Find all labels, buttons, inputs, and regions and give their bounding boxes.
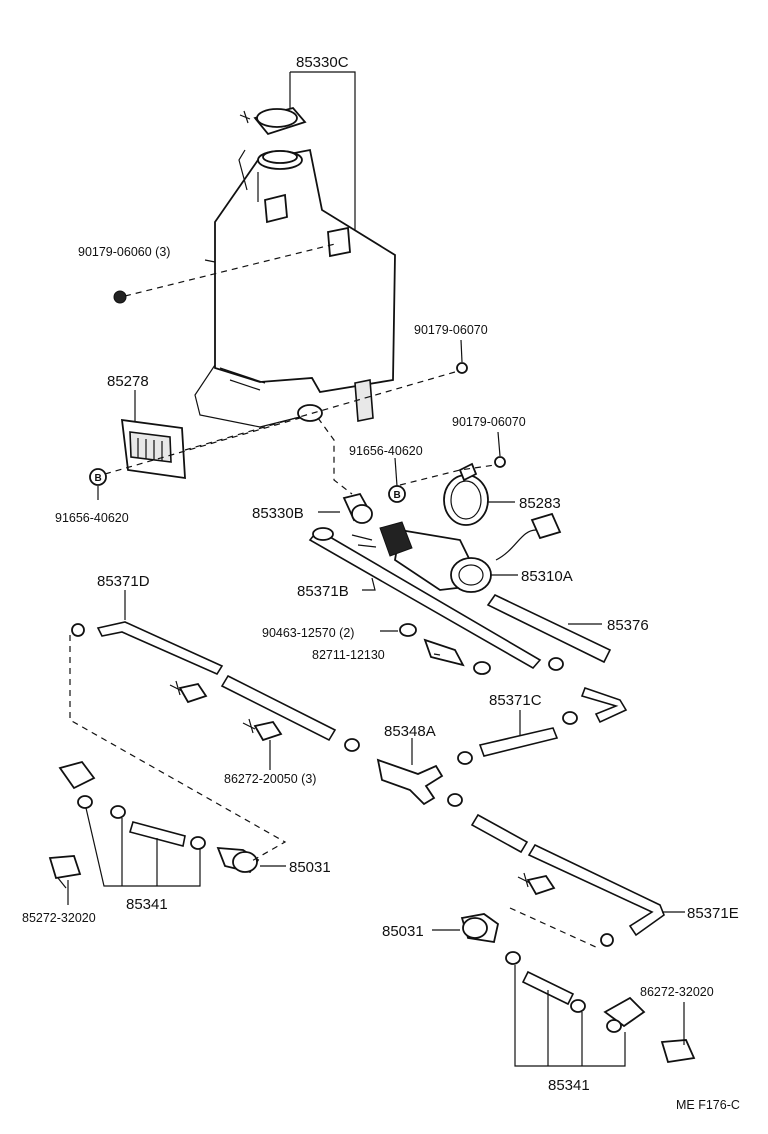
washer-nozzle-85031-right [460,913,646,1033]
figure-code: ME F176-C [676,1098,740,1112]
label-90179-06070-b: 90179-06070 [452,415,526,429]
label-90179-06070-a: 90179-06070 [414,323,488,337]
clamp-nut-90179-06070 [494,456,506,468]
part-labels: 85330C 90179-06060 (3) 90179-06070 85278… [22,54,740,1112]
label-85341-right: 85341 [548,1077,590,1094]
hose-85371E [470,813,665,937]
label-85341-left: 85341 [126,896,168,913]
washer-module-85278 [120,418,186,480]
svg-text:B: B [394,490,401,501]
label-86272-32020: 86272-32020 [640,985,714,999]
label-85272-32020: 85272-32020 [22,911,96,925]
svg-text:B: B [95,473,102,484]
label-85031-right: 85031 [382,923,424,940]
washer-reservoir-tank [194,148,396,428]
label-91656-40620-a: 91656-40620 [349,444,423,458]
label-82711-12130: 82711-12130 [312,648,385,662]
reservoir-cap [239,106,307,136]
label-85283: 85283 [519,495,561,512]
hose-clip-86272-a [169,680,208,704]
label-86272-20050: 86272-20050 (3) [224,772,316,786]
elbow-tube-right [580,686,628,724]
hose-clip-90463-b [473,661,491,675]
label-85330B: 85330B [252,505,304,522]
label-85371B: 85371B [297,583,349,600]
bolt-marker-left: B [89,468,107,486]
grommet-85330B [342,492,373,524]
hose-clip-mid [344,738,473,807]
label-85310A: 85310A [521,568,573,585]
label-85330C: 85330C [296,54,349,71]
label-85371C: 85371C [489,692,542,709]
label-90179-06060: 90179-06060 (3) [78,245,170,259]
label-85031-left: 85031 [289,859,331,876]
pump-clamp-85283 [443,462,489,526]
hose-clip-86272-c [517,872,556,896]
washer-nozzle-85031-left [58,760,260,874]
tank-nut-90179-06070 [456,362,468,374]
hose-85371B [308,527,542,670]
connector-85348A [376,758,444,806]
label-85371E: 85371E [687,905,739,922]
hose-85371C [478,727,559,757]
label-91656-40620-b: 91656-40620 [55,511,129,525]
label-90463-12570: 90463-12570 (2) [262,626,354,640]
tank-nut-90179-06060 [113,290,127,304]
nozzle-bracket-85272-32020 [48,855,82,889]
label-85376: 85376 [607,617,649,634]
label-85348A: 85348A [384,723,436,740]
hose-85371D [71,621,337,742]
hose-clip-right [548,657,578,725]
label-85371D: 85371D [97,573,150,590]
label-85278: 85278 [107,373,149,390]
hose-clip-90463-a [399,623,417,637]
bolt-marker-right: B [388,485,406,503]
washer-pump-motor-85310A [351,512,562,593]
bracket-82711-12130 [423,638,465,667]
leader-lines [67,71,685,1067]
hose-clip-86272-b [242,718,283,742]
hose-85376 [486,593,612,664]
nozzle-bracket-86272-32020 [660,1039,696,1064]
dashed-routing-lines [69,243,599,949]
